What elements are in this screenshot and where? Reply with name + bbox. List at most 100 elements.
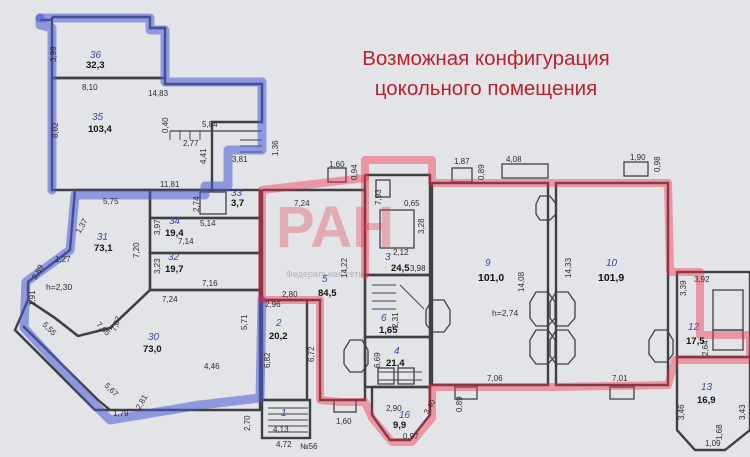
dim-label: 1,79 [113, 409, 129, 418]
room-3-number: 3 [385, 252, 391, 263]
dim-label: 3,81 [232, 155, 248, 164]
dim-label: 7,20 [132, 242, 141, 258]
room-6-number: 6 [381, 313, 387, 324]
dim-label: 7,06 [487, 374, 503, 383]
dim-label: 3,43 [738, 404, 747, 420]
wall-room-9 [430, 181, 550, 387]
dim-label: 4,08 [506, 155, 522, 164]
watermark-logo: PAH [276, 195, 394, 260]
room-31-height: h=2,30 [46, 282, 73, 292]
room-4-area: 21,4 [386, 358, 405, 369]
dim-label: 2,77 [183, 139, 199, 148]
dim-label: 2,80 [282, 290, 298, 299]
dim-label: 0,40 [161, 117, 170, 133]
room-32-number: 32 [168, 252, 180, 263]
plan-title-line-2: цокольного помещения [374, 77, 598, 100]
room-30-area: 73,0 [143, 344, 162, 355]
room-16-area: 9,9 [393, 420, 406, 431]
room-2-number: 2 [275, 318, 282, 329]
room-6-area: 1,65 [379, 325, 398, 336]
room-34-number: 34 [169, 216, 181, 227]
red-highlight-outline [258, 156, 750, 446]
room-9-height: h=2,74 [492, 308, 519, 318]
dim-label: 1,87 [454, 157, 470, 166]
dim-label: 3,92 [694, 275, 710, 284]
dim-label: 6,72 [307, 346, 316, 362]
dim-label: 4,41 [199, 148, 208, 164]
dim-label: 1,68 [715, 424, 724, 440]
room-33-area: 3,7 [231, 198, 244, 209]
dim-label: 7,14 [178, 237, 194, 246]
dim-label: 5,84 [202, 120, 218, 129]
dim-label: 6,82 [263, 352, 272, 368]
room-34-area: 19,4 [165, 228, 184, 239]
dim-label: 7,01 [612, 374, 628, 383]
dim-label: 5,14 [200, 219, 216, 228]
wall-room-10 [554, 181, 670, 387]
room-32-area: 19,7 [165, 264, 184, 275]
room-12-number: 12 [688, 322, 700, 333]
dim-label: 2,90 [386, 404, 402, 413]
room-35-area: 103,4 [88, 124, 112, 135]
dim-label: 3,23 [153, 258, 162, 274]
room-35-number: 35 [92, 112, 104, 123]
room-2-area: 20,2 [269, 331, 288, 342]
blue-highlight-outline [19, 13, 267, 425]
dim-label: 14,22 [340, 257, 349, 278]
dim-label: 3,28 [417, 218, 426, 234]
dim-label: 14,33 [564, 257, 573, 278]
watermark-caption: Федеральная сеть [286, 269, 364, 279]
dim-label: 4,13 [273, 425, 289, 434]
room-36-area: 32,3 [86, 60, 105, 71]
dim-label: 3,97 [153, 219, 162, 235]
dim-label: 2,74 [192, 196, 201, 212]
dim-label: 14,08 [517, 271, 526, 292]
dim-label: 6,69 [373, 352, 382, 368]
room-9-area: 101,0 [478, 272, 504, 284]
dim-label: 0,98 [653, 156, 662, 172]
dim-label: 2,70 [243, 415, 252, 431]
dim-label: 2,31 [391, 312, 400, 328]
room-10-number: 10 [606, 258, 618, 269]
blue-highlight-left-outline [35, 13, 57, 195]
room-30-number: 30 [148, 332, 160, 343]
dim-label: 11,81 [160, 180, 180, 189]
dim-label: 2,64 [701, 340, 710, 356]
watermark: PAH Федеральная сеть [276, 195, 394, 279]
room-16-number: 16 [399, 410, 411, 421]
dim-label: 7,24 [294, 199, 310, 208]
dim-label: 7,16 [202, 279, 218, 288]
room-1-number: 1 [281, 408, 287, 419]
dim-label: 5,71 [240, 314, 249, 330]
dim-label: 0,65 [404, 199, 420, 208]
room-9-number: 9 [485, 258, 491, 269]
wall-room-13 [675, 355, 750, 452]
room-36-number: 36 [90, 50, 102, 61]
room-labels: 36 32,3 35 103,4 33 3,7 34 19,4 31 73,1 … [46, 50, 716, 431]
dim-label: 0,89 [455, 396, 464, 412]
dim-label: 0,89 [477, 164, 486, 180]
dim-label: 5,75 [103, 197, 119, 206]
dim-label: 7,93 [374, 189, 383, 205]
dim-label: 7,24 [162, 295, 178, 304]
room-5-area: 84,5 [318, 288, 337, 299]
room-31-area: 73,1 [94, 243, 113, 254]
plan-title: Возможная конфигурация цокольного помеще… [316, 44, 656, 104]
dim-label: 0,94 [350, 164, 359, 180]
dim-label: 1,27 [55, 255, 71, 264]
dim-label: 1,60 [336, 417, 352, 426]
dim-label: 3,39 [679, 280, 688, 296]
dim-label: 8,10 [82, 83, 98, 92]
dim-label: 1,09 [705, 439, 721, 448]
wall-room-1 [260, 398, 312, 440]
plan-title-line-1: Возможная конфигурация [362, 47, 610, 70]
room-5-number: 5 [322, 274, 328, 285]
room-4-number: 4 [394, 346, 400, 357]
room-3-area: 24,5 [391, 263, 410, 274]
stamp-number: №56 [300, 442, 318, 451]
room-13-area: 16,9 [697, 395, 716, 406]
dim-label: 1,90 [630, 153, 646, 162]
room-12-area: 17,5 [686, 336, 705, 347]
